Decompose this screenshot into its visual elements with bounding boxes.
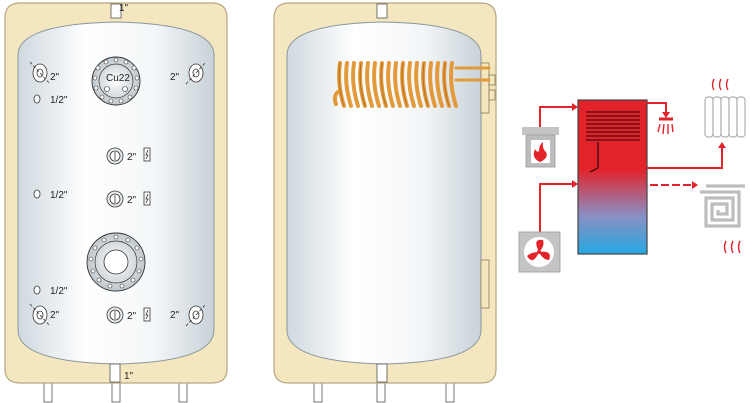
left-half-port-2 [33,189,41,199]
left-tank: 1" 1" 2" 2" 1/2" 1/2" 1/2" [4,2,228,403]
right-bottom-socket [376,363,388,383]
flow-arrowhead-radiator [718,142,726,148]
right-side-coil-flange [480,62,496,114]
left-half-port-2-label: 1/2" [50,190,68,201]
system-schematic [518,78,746,273]
flow-arrowhead-shower [662,112,670,118]
flow-arrowhead-fireplace [572,103,578,111]
left-lower-right-port-label: 2" [170,310,180,321]
left-bottom-socket [109,363,121,383]
left-upper-left-port-label: 2" [50,72,60,83]
right-tank [273,2,497,403]
sensor-port-1 [106,147,151,165]
flow-arrowhead-floor-heating [692,181,698,189]
schematic-inner-pipe [589,142,599,173]
radiator-icon [704,78,746,138]
right-tank-body [286,21,482,365]
flow-arrow-fireplace [539,106,572,127]
sensor-port-3-label: 2" [127,311,137,322]
left-lower-left-port-label: 2" [50,310,60,321]
left-lower-right-port [185,303,207,327]
flow-arrow-radiator [647,148,723,169]
left-half-port-1 [33,94,41,104]
right-top-socket [376,3,388,19]
sensor-port-1-label: 2" [127,152,137,163]
left-bottom-port-label: 1" [124,371,134,382]
left-upper-right-port-label: 2" [170,72,180,83]
left-upper-right-port [185,61,207,85]
shower-icon [657,117,674,135]
schematic-tank-coil [586,111,640,141]
left-half-port-3 [33,285,41,295]
flow-arrowhead-heat-pump [572,180,578,188]
left-lower-left-port [29,303,51,327]
flow-arrow-heat-pump [539,183,572,232]
lower-flange [86,232,146,292]
sensor-port-2 [106,190,151,208]
left-top-port-label: 1" [119,3,129,14]
flange-label-cu22: Cu22 [106,73,130,84]
left-half-port-1-label: 1/2" [50,95,68,106]
fireplace-icon [522,127,559,168]
floor-heating-spiral-icon [700,184,745,254]
sensor-port-2-label: 2" [127,195,137,206]
right-side-lower-flange [480,259,490,309]
schematic-storage-tank [577,99,648,255]
flow-arrow-shower [647,102,667,112]
left-upper-left-port [29,61,51,85]
heat-pump-fan-icon [518,231,561,273]
upper-flange [91,56,141,106]
sensor-port-3 [106,306,151,324]
left-top-socket [110,3,122,19]
heat-exchanger-coil-shading [338,62,450,107]
left-half-port-3-label: 1/2" [50,286,68,297]
